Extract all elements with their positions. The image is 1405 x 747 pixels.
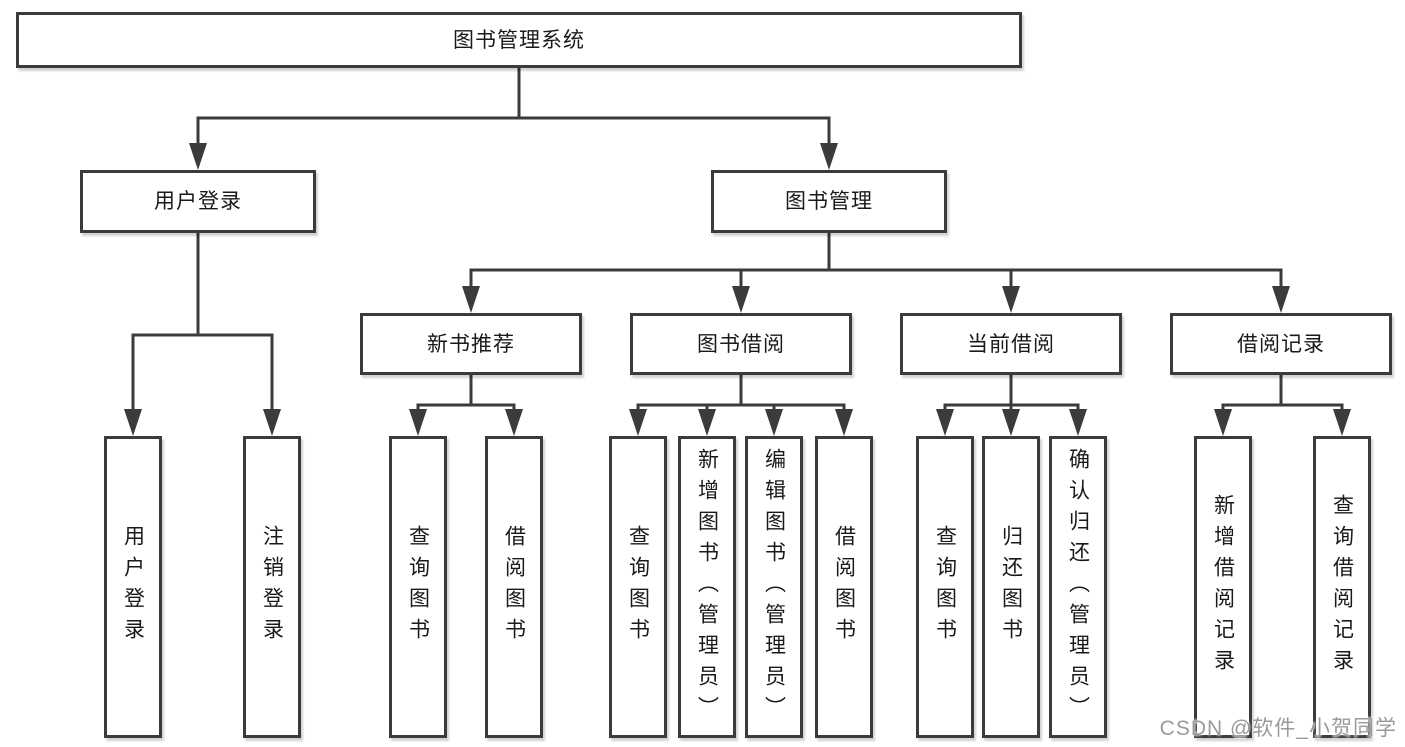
node-leaf-borrow-books-2: 借阅图书 [815, 436, 873, 738]
node-leaf-query-books-2: 查询图书 [609, 436, 667, 738]
node-leaf-edit-books-admin-label: 编辑图书（管理员） [762, 447, 786, 727]
node-book-management: 图书管理 [711, 170, 947, 233]
node-leaf-add-borrow-record: 新增借阅记录 [1194, 436, 1252, 738]
node-leaf-return-books: 归还图书 [982, 436, 1040, 738]
node-leaf-add-books-admin: 新增图书（管理员） [678, 436, 736, 738]
node-book-borrow: 图书借阅 [630, 313, 852, 375]
node-leaf-query-books-3-label: 查询图书 [933, 525, 957, 649]
node-leaf-query-books-1-label: 查询图书 [406, 525, 430, 649]
node-leaf-edit-books-admin: 编辑图书（管理员） [745, 436, 803, 738]
node-leaf-logout-label: 注销登录 [260, 525, 284, 649]
node-leaf-return-books-label: 归还图书 [999, 525, 1023, 649]
node-leaf-query-books-2-label: 查询图书 [626, 525, 650, 649]
node-leaf-query-books-1: 查询图书 [389, 436, 447, 738]
node-leaf-user-login-label: 用户登录 [121, 525, 145, 649]
node-current-borrow-label: 当前借阅 [967, 332, 1055, 356]
connector-root-to-level2 [189, 68, 838, 170]
node-current-borrow: 当前借阅 [900, 313, 1122, 375]
node-leaf-logout: 注销登录 [243, 436, 301, 738]
connector-book-borrow-children [629, 375, 853, 436]
node-leaf-add-books-admin-label: 新增图书（管理员） [695, 447, 719, 727]
node-user-login-module: 用户登录 [80, 170, 316, 233]
node-user-login-module-label: 用户登录 [154, 190, 242, 213]
node-leaf-confirm-return-admin-label: 确认归还（管理员） [1066, 447, 1090, 727]
node-leaf-add-borrow-record-label: 新增借阅记录 [1211, 494, 1235, 680]
node-book-borrow-label: 图书借阅 [697, 332, 785, 356]
node-book-management-label: 图书管理 [785, 190, 873, 213]
node-leaf-borrow-books-1-label: 借阅图书 [502, 525, 526, 649]
node-new-book-recommend: 新书推荐 [360, 313, 582, 375]
node-leaf-borrow-books-2-label: 借阅图书 [832, 525, 856, 649]
connector-user-login-children [124, 233, 281, 436]
node-leaf-user-login: 用户登录 [104, 436, 162, 738]
node-leaf-borrow-books-1: 借阅图书 [485, 436, 543, 738]
node-leaf-query-borrow-record: 查询借阅记录 [1313, 436, 1371, 738]
connector-borrow-records-children [1214, 375, 1351, 436]
node-leaf-query-borrow-record-label: 查询借阅记录 [1330, 494, 1354, 680]
node-new-book-recommend-label: 新书推荐 [427, 332, 515, 356]
node-root-library-system: 图书管理系统 [16, 12, 1022, 68]
node-root-label: 图书管理系统 [453, 28, 585, 52]
watermark: CSDN @软件_小贺同学 [1159, 717, 1397, 740]
connector-book-management-children [462, 233, 1290, 313]
node-borrow-records-label: 借阅记录 [1237, 332, 1325, 356]
node-leaf-confirm-return-admin: 确认归还（管理员） [1049, 436, 1107, 738]
connector-new-book-recommend-children [409, 375, 523, 436]
node-leaf-query-books-3: 查询图书 [916, 436, 974, 738]
node-borrow-records: 借阅记录 [1170, 313, 1392, 375]
connector-current-borrow-children [936, 375, 1087, 436]
